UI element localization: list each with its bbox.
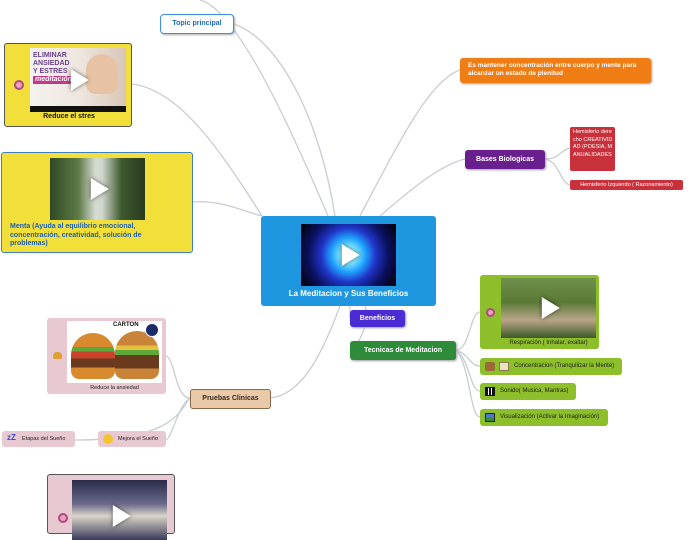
sleep-zzz-icon: zZ xyxy=(7,433,16,442)
picture-icon xyxy=(485,413,495,422)
tecnicas-label: Tecnicas de Meditacion xyxy=(363,347,443,354)
piano-icon xyxy=(485,387,495,396)
play-icon[interactable] xyxy=(112,505,131,527)
respiracion-video-image[interactable] xyxy=(501,278,596,338)
stress-image-line1: ELIMINAR xyxy=(33,52,67,59)
menta-node[interactable]: Menta (Ayuda al equilibrio emocional, co… xyxy=(1,152,193,253)
play-icon[interactable] xyxy=(90,178,109,200)
menta-video-image[interactable] xyxy=(50,158,145,220)
concentracion-node[interactable]: Concentracion (Tranquilizar la Mente) xyxy=(480,358,622,375)
ansiedad-node[interactable]: CARTON Reduce la ansiedad xyxy=(47,318,166,394)
bottom-video-image[interactable] xyxy=(72,480,167,540)
carton-label: CARTON xyxy=(113,322,139,328)
play-icon[interactable] xyxy=(541,297,560,319)
visualizacion-label: Visualización (Activar la Imaginación) xyxy=(500,414,600,420)
bases-biologicas-label: Bases Biologicas xyxy=(476,156,534,163)
central-title: La Meditacion y Sus Beneficios xyxy=(288,289,409,298)
burger-image[interactable]: CARTON xyxy=(67,321,162,383)
sonido-label: Sonido( Musica, Mantras) xyxy=(500,388,569,394)
topic-principal-label: Topic principal xyxy=(172,20,222,27)
mejora-sueno-label: Mejora el Sueño xyxy=(118,436,159,442)
flower-icon xyxy=(14,80,24,90)
stress-node[interactable]: ELIMINAR ANSIEDAD Y ESTRES meditación Re… xyxy=(4,43,132,127)
stress-image-line4: meditación xyxy=(33,76,74,84)
hemisferio-izquierdo-label: Hemisferio Izquierdo ( Razonamiento) xyxy=(580,182,673,188)
mantener-label: Es mantener concentración entre cuerpo y… xyxy=(468,62,637,77)
respiracion-node[interactable]: Respiración ( Inhalar, exaltar) xyxy=(480,275,599,349)
respiracion-label: Respiración ( Inhalar, exaltar) xyxy=(509,340,588,346)
sonido-node[interactable]: Sonido( Musica, Mantras) xyxy=(480,383,576,400)
flower-icon xyxy=(58,513,68,523)
play-icon[interactable] xyxy=(341,244,360,266)
mejora-sueno-node[interactable]: Mejora el Sueño xyxy=(98,431,166,447)
play-icon[interactable] xyxy=(70,69,89,91)
snack-icon xyxy=(53,352,62,359)
flower-icon xyxy=(486,308,495,317)
bases-biologicas-node[interactable]: Bases Biologicas xyxy=(465,150,545,169)
stress-caption: Reduce el stres xyxy=(43,113,95,120)
mantener-node[interactable]: Es mantener concentración entre cuerpo y… xyxy=(460,58,651,83)
hemisferio-derecho-label: Hemisferio derecho CREATIVIDAD (POESIA, … xyxy=(573,129,613,158)
pruebas-clinicas-node[interactable]: Pruebas Clinicas xyxy=(190,389,271,409)
notes-icon xyxy=(499,362,509,371)
tecnicas-node[interactable]: Tecnicas de Meditacion xyxy=(350,341,456,360)
beneficios-node[interactable]: Beneficios xyxy=(350,310,405,327)
connector-lines xyxy=(74,0,571,441)
etapas-sueno-node[interactable]: zZ Etapas del Sueño xyxy=(2,431,75,447)
etapas-sueno-label: Etapas del Sueño xyxy=(22,436,66,442)
beneficios-label: Beneficios xyxy=(359,315,396,322)
stress-image-line2: ANSIEDAD xyxy=(33,60,70,67)
menta-caption: Menta (Ayuda al equilibrio emocional, co… xyxy=(10,223,142,247)
pruebas-clinicas-label: Pruebas Clinicas xyxy=(202,395,259,402)
concentracion-label: Concentracion (Tranquilizar la Mente) xyxy=(514,363,615,369)
visualizacion-node[interactable]: Visualización (Activar la Imaginación) xyxy=(480,409,608,426)
sleepy-face-icon xyxy=(103,434,113,444)
hemisferio-izquierdo-node[interactable]: Hemisferio Izquierdo ( Razonamiento) xyxy=(570,180,683,190)
badge-icon xyxy=(145,323,159,337)
brain-icon xyxy=(485,362,495,371)
hemisferio-derecho-node[interactable]: Hemisferio derecho CREATIVIDAD (POESIA, … xyxy=(570,127,615,171)
stress-image[interactable]: ELIMINAR ANSIEDAD Y ESTRES meditación xyxy=(30,48,126,112)
stress-image-line3: Y ESTRES xyxy=(33,68,68,75)
central-node[interactable]: La Meditacion y Sus Beneficios xyxy=(261,216,436,306)
ansiedad-label: Reduce la ansiedad xyxy=(90,385,139,391)
mandala-video-image[interactable] xyxy=(301,224,396,286)
bottom-video-node[interactable] xyxy=(47,474,175,540)
topic-principal-node[interactable]: Topic principal xyxy=(160,14,234,34)
